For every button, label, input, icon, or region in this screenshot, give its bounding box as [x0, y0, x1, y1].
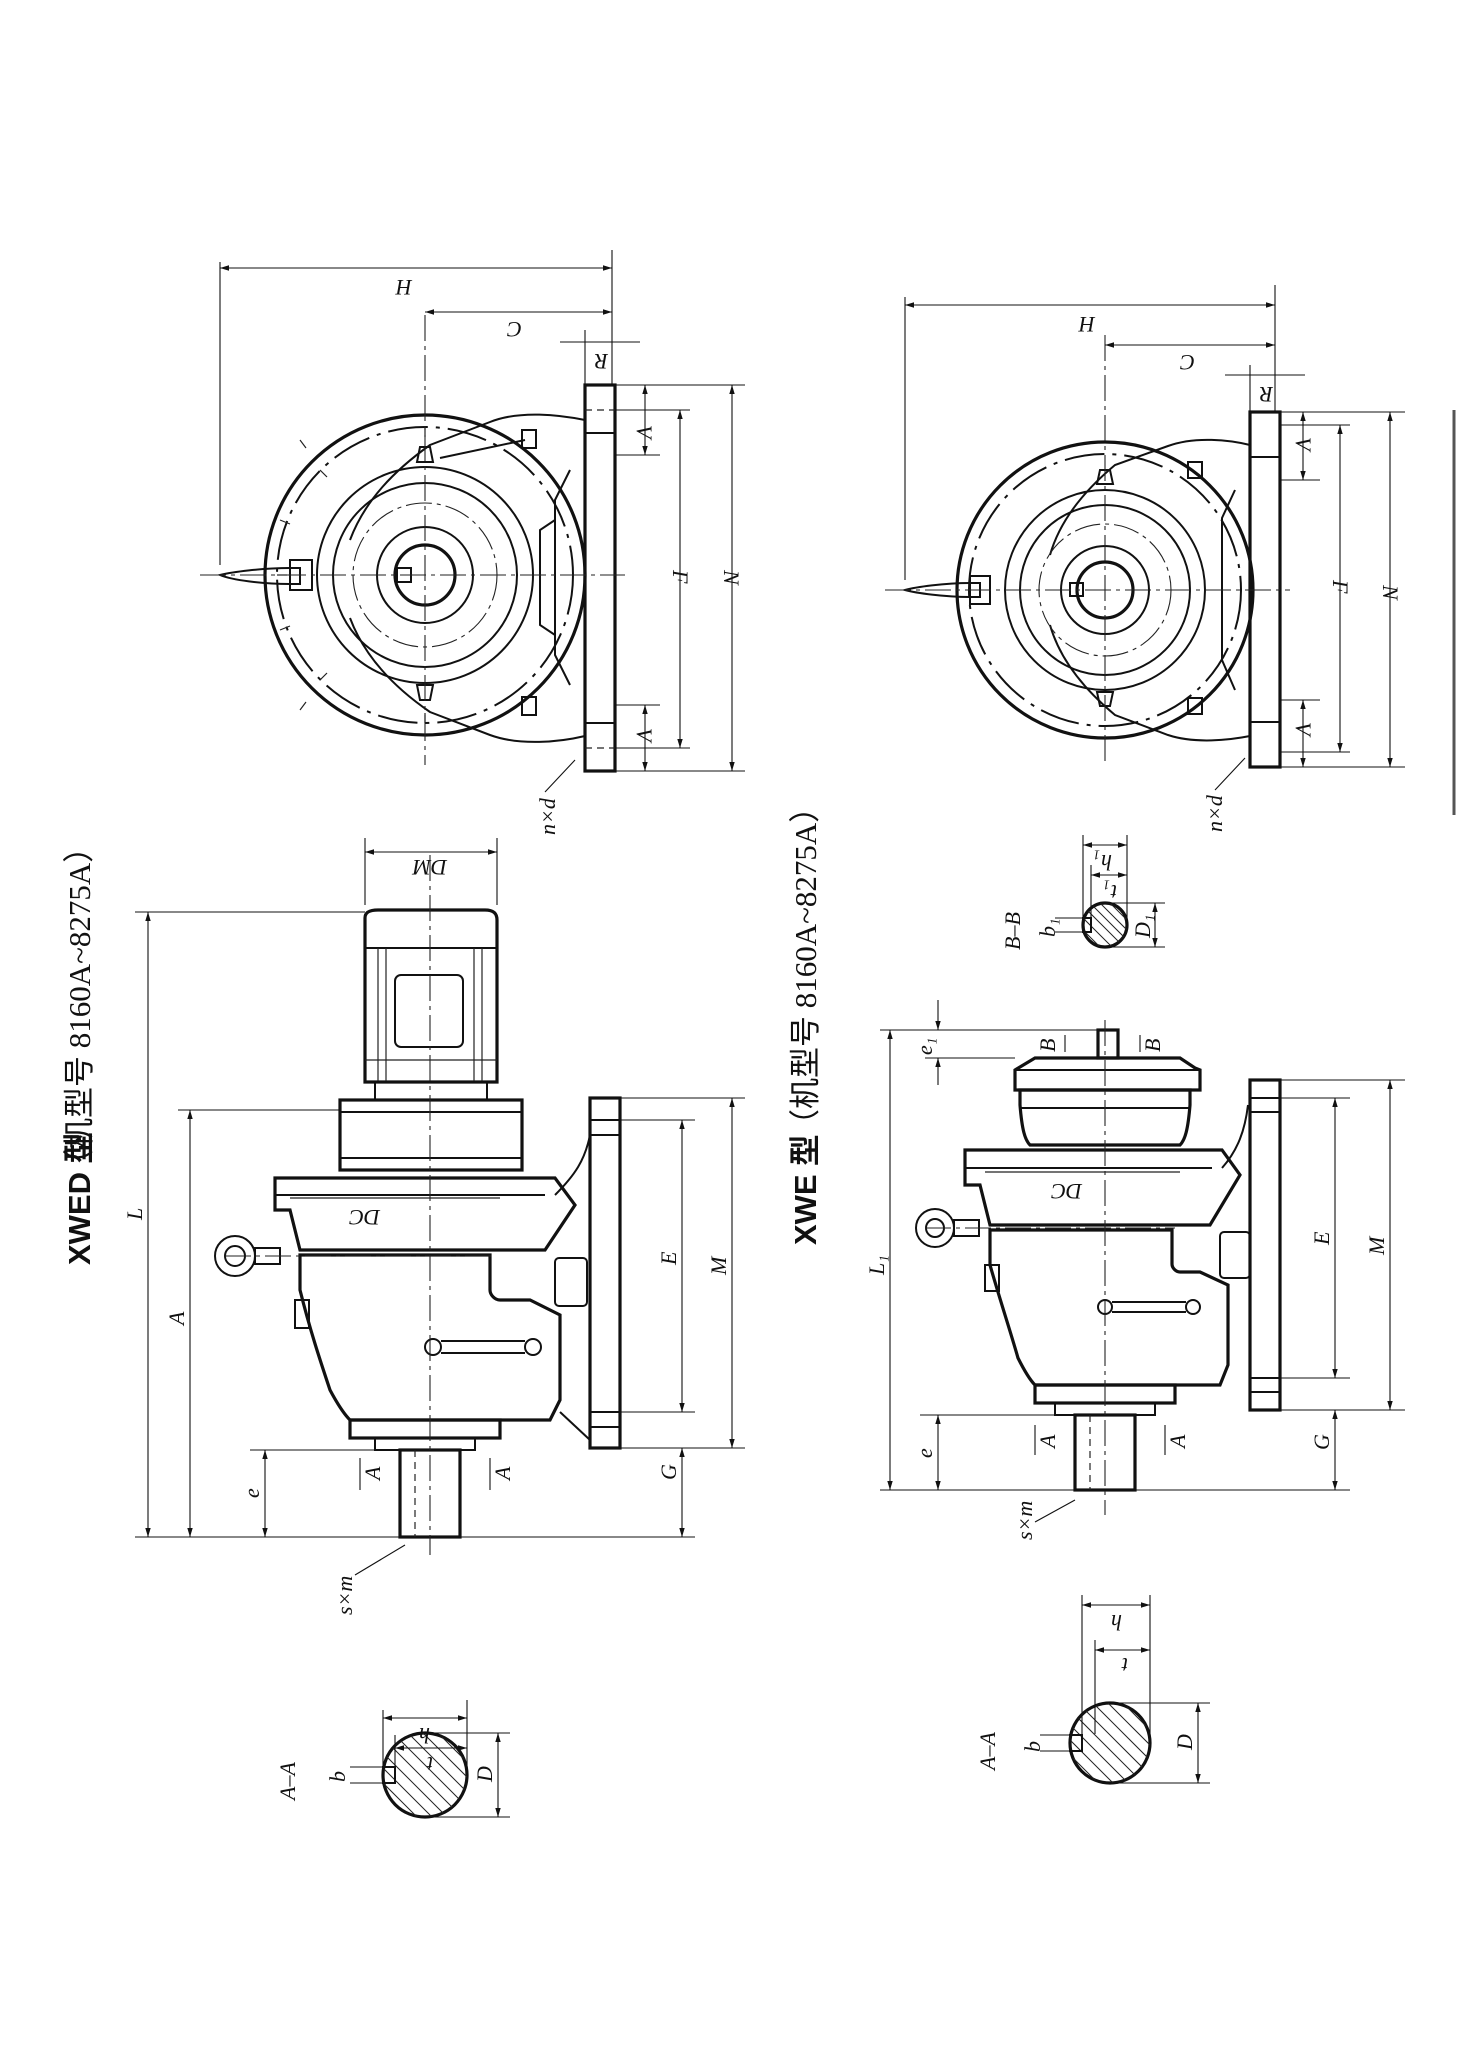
xwed-motor: [363, 908, 499, 1084]
xwe-dim-e1: e₁: [912, 1038, 937, 1055]
xwed-title-group: XWED 型 （机型号 8160A~8275A）: [62, 832, 97, 1265]
xwed-section-h: h: [419, 1723, 430, 1748]
xwe-dim-N: N: [1378, 584, 1403, 601]
xwed-dim-G: G: [656, 1464, 681, 1480]
xwe-section-B-right: B: [1140, 1039, 1165, 1052]
xwe-dim-M: M: [1364, 1235, 1389, 1256]
xwed-dim-A: A: [164, 1311, 189, 1327]
xwe-title-group: XWE 型 （机型号 8160A~8275A）: [788, 792, 823, 1245]
xwed-front-view: DM L A DC e A A E M G s×m: [122, 838, 745, 1615]
xwed-dim-nd: n×d: [535, 797, 560, 835]
xwed-dim-V-bottom: V: [632, 728, 657, 744]
xwe-dim-sm: s×m: [1012, 1501, 1037, 1540]
xwe-side-view: H C R V V F N n×d: [885, 285, 1405, 832]
xwed-dim-DM: DM: [411, 855, 448, 880]
xwe-dim-C: C: [1180, 350, 1195, 375]
xwed-dim-DC: DC: [349, 1205, 381, 1230]
xwed-lug-top: [415, 446, 435, 463]
xwe-dim-e: e: [912, 1448, 937, 1458]
xwed-section-D: D: [472, 1766, 497, 1783]
xwed-base-flange: [583, 383, 617, 773]
xwed-section-A-left: A: [360, 1466, 385, 1482]
xwe-section-bb: h₁ t₁ b₁ D₁ B–B: [1000, 835, 1165, 950]
xwe-section-B-left: B: [1035, 1039, 1060, 1052]
xwe-section-b: b: [1020, 1741, 1045, 1752]
xwed-section-aa: h t b D A–A: [275, 1700, 510, 1819]
xwe-dim-nd: n×d: [1202, 794, 1227, 832]
xwe-dim-G: G: [1309, 1434, 1334, 1450]
xwe-dim-F: F: [1328, 579, 1353, 594]
xwe-section-bb-label: B–B: [1000, 912, 1025, 950]
xwed-dim-H: H: [395, 275, 413, 300]
xwed-dim-V-top: V: [632, 425, 657, 441]
xwed-model-title: XWED 型: [62, 1132, 97, 1265]
xwe-dim-H: H: [1078, 312, 1096, 337]
xwe-model-range: （机型号 8160A~8275A）: [788, 792, 823, 1140]
xwe-model-title: XWE 型: [788, 1135, 823, 1245]
xwed-section-aa-label: A–A: [275, 1762, 300, 1802]
xwe-section-b1: b₁: [1035, 918, 1060, 937]
xwe-section-h1: h₁: [1093, 850, 1112, 875]
xwe-input-shaft: [1096, 1028, 1120, 1060]
xwed-side-view: H C R V V F N n×d: [200, 250, 745, 835]
xwe-section-D: D: [1172, 1734, 1197, 1751]
xwe-section-A-left: A: [1035, 1434, 1060, 1450]
xwed-dim-E: E: [656, 1251, 681, 1266]
xwe-section-D1: D₁: [1130, 914, 1155, 939]
xwe-section-t1: t₁: [1103, 880, 1117, 905]
xwe-section-aa-label: A–A: [975, 1732, 1000, 1772]
xwed-dim-e: e: [239, 1488, 264, 1498]
xwe-section-t: t: [1121, 1653, 1128, 1678]
xwe-dim-V-bottom: V: [1291, 722, 1316, 738]
xwe-mount-flange: [1248, 1078, 1282, 1412]
xwe-dim-R: R: [1259, 382, 1274, 407]
xwe-dim-L1: L₁: [864, 1255, 889, 1276]
xwed-section-t: t: [426, 1752, 433, 1777]
xwed-dim-sm: s×m: [332, 1576, 357, 1615]
xwed-dim-F: F: [668, 569, 693, 584]
xwe-dim-E: E: [1309, 1231, 1334, 1246]
xwed-dim-N: N: [719, 569, 744, 586]
xwe-section-aa: h t b D A–A: [975, 1595, 1210, 1785]
xwed-dim-R: R: [594, 349, 609, 374]
xwed-dim-L: L: [122, 1208, 147, 1221]
xwed-section-A-right: A: [490, 1466, 515, 1482]
xwed-dim-C: C: [507, 317, 522, 342]
xwed-dipstick: [216, 567, 301, 585]
xwe-dim-DC: DC: [1051, 1179, 1083, 1204]
xwe-section-h: h: [1111, 1610, 1122, 1635]
xwe-dim-V-top: V: [1291, 437, 1316, 453]
xwed-dim-M: M: [706, 1255, 731, 1276]
xwe-front-view: L₁ e₁ B B DC e A A E M G s×m: [864, 1000, 1405, 1540]
xwe-gearbox-body: [988, 1228, 1230, 1387]
xwed-model-range: （机型号 8160A~8275A）: [62, 832, 97, 1180]
xwed-section-b: b: [325, 1771, 350, 1782]
xwed-mount-flange: [588, 1096, 622, 1450]
xwe-section-A-right: A: [1165, 1434, 1190, 1450]
xwed-gearbox-body: [298, 1253, 562, 1422]
